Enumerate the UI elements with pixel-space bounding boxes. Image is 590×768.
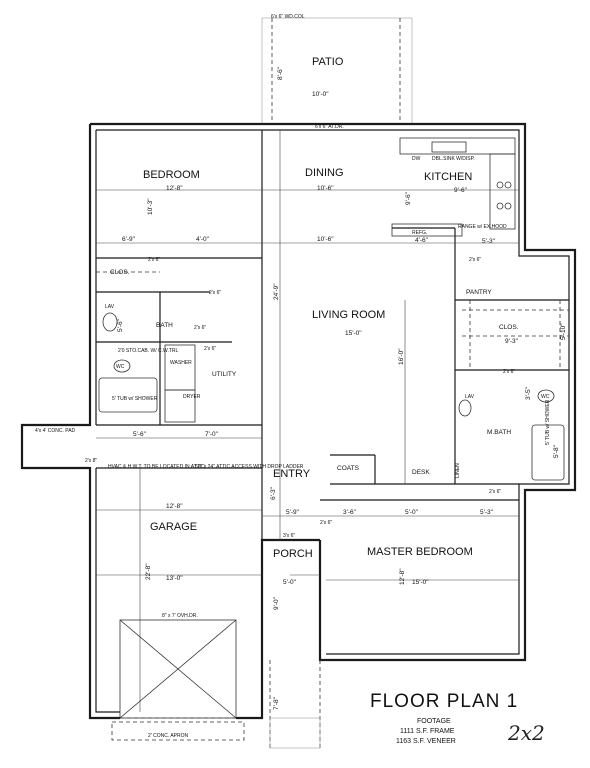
note-concrete-pad: 4'x 4' CONC. PAD (35, 428, 76, 434)
dim-bath-depth: 5'-6" (117, 318, 124, 332)
dim-entry-seg1: 5'-9" (286, 509, 300, 516)
dim-porch-depth: 9'-0" (273, 596, 280, 610)
room-label-master-bath: M.BATH (487, 429, 511, 436)
exterior-walls (20, 122, 577, 720)
note-overhead-door: 8" x 7' OVH.DR. (162, 613, 198, 619)
note-dryer: DRYER (183, 394, 201, 400)
room-label-garage: GARAGE (150, 521, 197, 533)
note-door-9: 2'x 6" (503, 369, 515, 375)
dim-bedroom-width: 12'-8" (166, 185, 183, 192)
note-storage-cabinet: 2'0 STO.CAB. W/ C.W.TRL (118, 348, 179, 354)
handwritten-note: 2x2 (507, 721, 545, 745)
dim-living-width: 15'-0" (345, 330, 362, 337)
room-label-desk: DESK (412, 469, 430, 476)
note-hvac: HVAC & H.W.T. TO BE LOCATED IN ATTIC (108, 464, 205, 470)
room-label-porch: PORCH (273, 548, 313, 560)
note-lav-master: LAV (465, 394, 475, 400)
dim-dining-width: 10'-6" (317, 185, 334, 192)
note-range: RANGE w/ EX.HOOD (458, 224, 507, 230)
dim-patio-width: 10'-0" (312, 91, 329, 98)
dim-porch-width: 5'-0" (283, 579, 297, 586)
dim-mbath-wc: 3'-5" (525, 386, 532, 400)
dim-kitchen-width: 9'-6" (454, 187, 468, 194)
dim-walk-depth: 7'-8" (273, 696, 280, 710)
note-door-2: 2'x 6" (209, 290, 221, 296)
room-label-pantry: PANTRY (466, 289, 492, 296)
room-label-coats: COATS (337, 465, 360, 472)
dim-refg: 4'-6" (415, 237, 429, 244)
porch-walk (269, 660, 321, 749)
room-label-kitchen: KITCHEN (424, 171, 472, 183)
dim-patio-depth: 8'-6" (277, 66, 284, 80)
dim-entry-seg3: 5'-0" (405, 509, 419, 516)
note-tub-master: 5' TUB w/ SHOWER (545, 399, 551, 445)
closet-shelves (96, 271, 569, 370)
room-label-dining: DINING (305, 167, 344, 179)
note-wood-column: 6'x 6" WD.COL (271, 14, 305, 20)
dim-closet-width: 9'-3" (505, 338, 519, 345)
dim-living-depth: 16'-0" (398, 348, 405, 365)
bath-fixtures (98, 312, 565, 481)
room-label-bath: BATH (156, 322, 173, 329)
footage-veneer: 1163 S.F. VENEER (396, 738, 456, 745)
dim-garage-mid: 12'-8" (166, 503, 183, 510)
dim-mbath-tub: 5'-8" (553, 444, 560, 458)
interior-walls (96, 130, 569, 540)
note-door-7: 3'x 6" (283, 533, 295, 539)
dim-bedroom-depth: 10'-3" (147, 198, 154, 215)
note-wc-bath: WC (116, 364, 125, 370)
dim-garage-width: 13'-0" (166, 575, 183, 582)
dim-entry-depth: 6'-3" (270, 486, 277, 500)
plan-title: FLOOR PLAN 1 (370, 691, 518, 712)
dim-closet-depth: 5'-10" (560, 323, 567, 340)
room-label-bedroom: BEDROOM (143, 169, 200, 181)
note-door-8: 2'x 6" (320, 520, 332, 526)
note-refrigerator: REFG. (412, 230, 427, 236)
room-label-closet-1: CLOS. (110, 269, 130, 276)
note-door-3: 2'x 6" (194, 325, 206, 331)
note-patio-door: 6'x 6" AT.DR. (315, 124, 344, 130)
dim-kitchen-seg: 5'-3" (482, 238, 496, 245)
note-door-6: 2'x 6" (469, 257, 481, 263)
dim-garage-depth: 22'-8" (145, 563, 152, 580)
note-double-sink: DBL.SINK W/DISP. (432, 156, 475, 162)
footage-frame: 1111 S.F. FRAME (400, 728, 455, 735)
room-label-entry: ENTRY (273, 468, 311, 480)
dim-bedroom-seg2: 4'-0" (196, 236, 210, 243)
note-wc-master: WC (541, 394, 550, 400)
dim-living-height: 24'-9" (273, 283, 280, 300)
dim-garage-top-1: 5'-6" (133, 431, 147, 438)
room-label-master-bedroom: MASTER BEDROOM (367, 546, 473, 558)
note-lav-bath: LAV (105, 304, 115, 310)
dim-entry-seg4: 5'-3" (480, 509, 494, 516)
kitchen-counters (391, 137, 516, 237)
note-door-5: 2'x 6" (204, 346, 216, 352)
note-attic-access: 52" x 24" ATTIC ACCESS WITH DROP LADDER (195, 464, 304, 470)
dim-master-depth: 12'-8" (399, 568, 406, 585)
note-washer: WASHER (170, 360, 192, 366)
dimension-lines (96, 130, 519, 712)
dim-master-width: 15'-0" (412, 579, 429, 586)
note-tub-bath: 5' TUB w/ SHOWER (112, 396, 158, 402)
dim-entry-seg2: 3'-6" (343, 509, 357, 516)
room-label-closet-2: CLOS. (499, 324, 519, 331)
dim-dining-seg: 10'-6" (317, 236, 334, 243)
note-concrete-apron: 2' CONC. APRON (148, 733, 189, 739)
room-label-patio: PATIO (312, 56, 344, 68)
dim-bedroom-seg1: 6'-9" (122, 236, 136, 243)
note-door-10: 2'x 6" (489, 489, 501, 495)
note-door-1: 2'x 6" (148, 257, 160, 263)
room-label-living: LIVING ROOM (312, 309, 385, 321)
note-door-4: 2'x 8" (85, 458, 97, 464)
dim-garage-top-2: 7'-0" (205, 431, 219, 438)
garage-door (111, 619, 245, 741)
room-label-utility: UTILITY (212, 371, 237, 378)
footage-heading: FOOTAGE (417, 718, 451, 725)
room-label-linen: LINEN (455, 463, 461, 478)
dim-kitchen-depth: 9'-6" (405, 191, 412, 205)
note-dishwasher: DW (412, 156, 421, 162)
patio-area (261, 17, 413, 125)
